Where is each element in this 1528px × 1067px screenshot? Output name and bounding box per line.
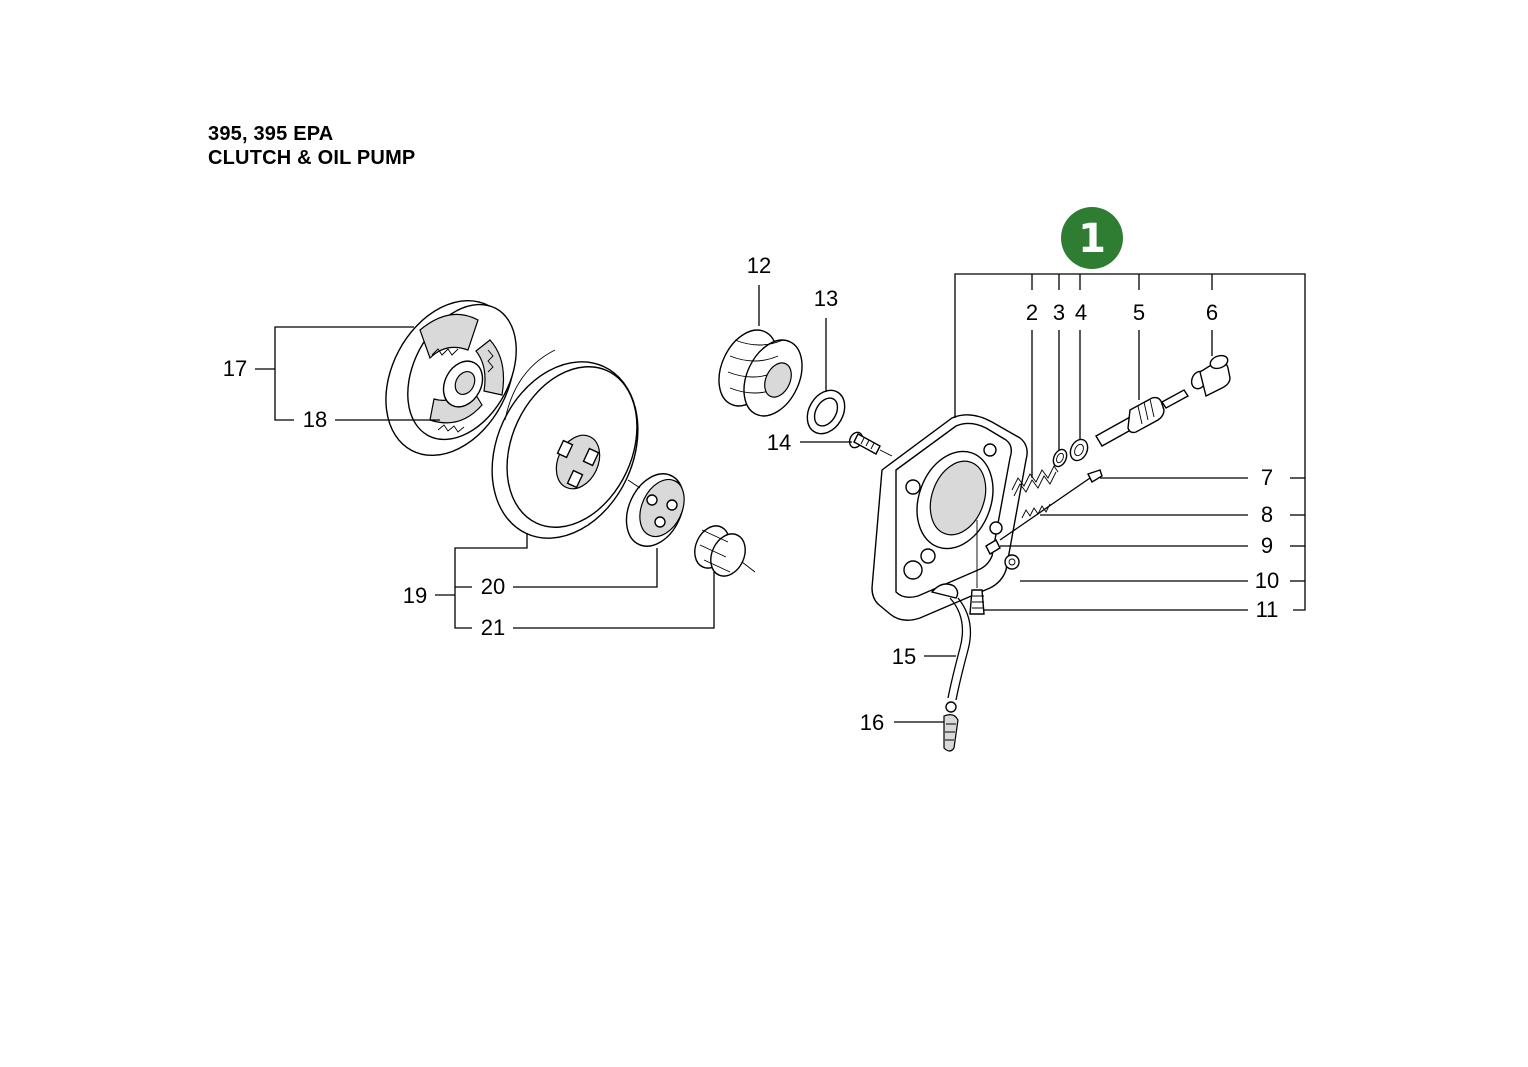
nipple-11-part [969,520,985,615]
adjust-screw-7-part [999,469,1103,541]
washer-4-part [1069,438,1089,462]
callout-17: 17 [223,356,247,381]
callout-10: 10 [1255,568,1279,593]
spring-8-part [1021,503,1051,519]
pump-piston-part [1095,389,1190,447]
oil-filter-part [943,714,959,752]
callout-2: 2 [1026,300,1038,325]
callout-19: 19 [403,583,427,608]
oil-hose-part [930,583,972,713]
callout-21: 21 [481,615,505,640]
screw-14-part [848,431,893,457]
clutch-assembly-part [385,299,517,457]
callout-8: 8 [1261,502,1273,527]
washer-3-part [1052,448,1068,468]
callout-20: 20 [481,574,505,599]
badge-label: 1 [1078,216,1106,262]
callout-13: 13 [814,286,838,311]
callout-3: 3 [1053,300,1065,325]
plug-6-part [1190,354,1231,398]
oil-pump-housing-part [871,414,1028,621]
badge-circle-icon [1061,207,1123,269]
callout-4: 4 [1075,300,1087,325]
callout-16: 16 [860,710,884,735]
pin-9-part [985,539,1001,555]
needle-bearing-part [627,479,756,577]
callout-14: 14 [767,430,791,455]
assembly-badge[interactable]: 1 [1061,207,1123,269]
callout-6: 6 [1206,300,1218,325]
oil-pump-worm-part [718,329,803,417]
callout-15: 15 [892,644,916,669]
washer-13-part [806,389,846,435]
callout-5: 5 [1133,300,1145,325]
callout-18: 18 [303,407,327,432]
nut-10-part [1004,554,1020,570]
callout-11: 11 [1256,597,1279,622]
callout-7: 7 [1261,465,1273,490]
section-title: CLUTCH & OIL PUMP [208,147,416,169]
clutch-drum-part [491,349,639,539]
rim-sprocket-part [625,473,685,547]
model-title: 395, 395 EPA [208,123,334,145]
callout-9: 9 [1261,533,1273,558]
callout-12: 12 [747,253,771,278]
spring-2-part [1011,465,1059,497]
